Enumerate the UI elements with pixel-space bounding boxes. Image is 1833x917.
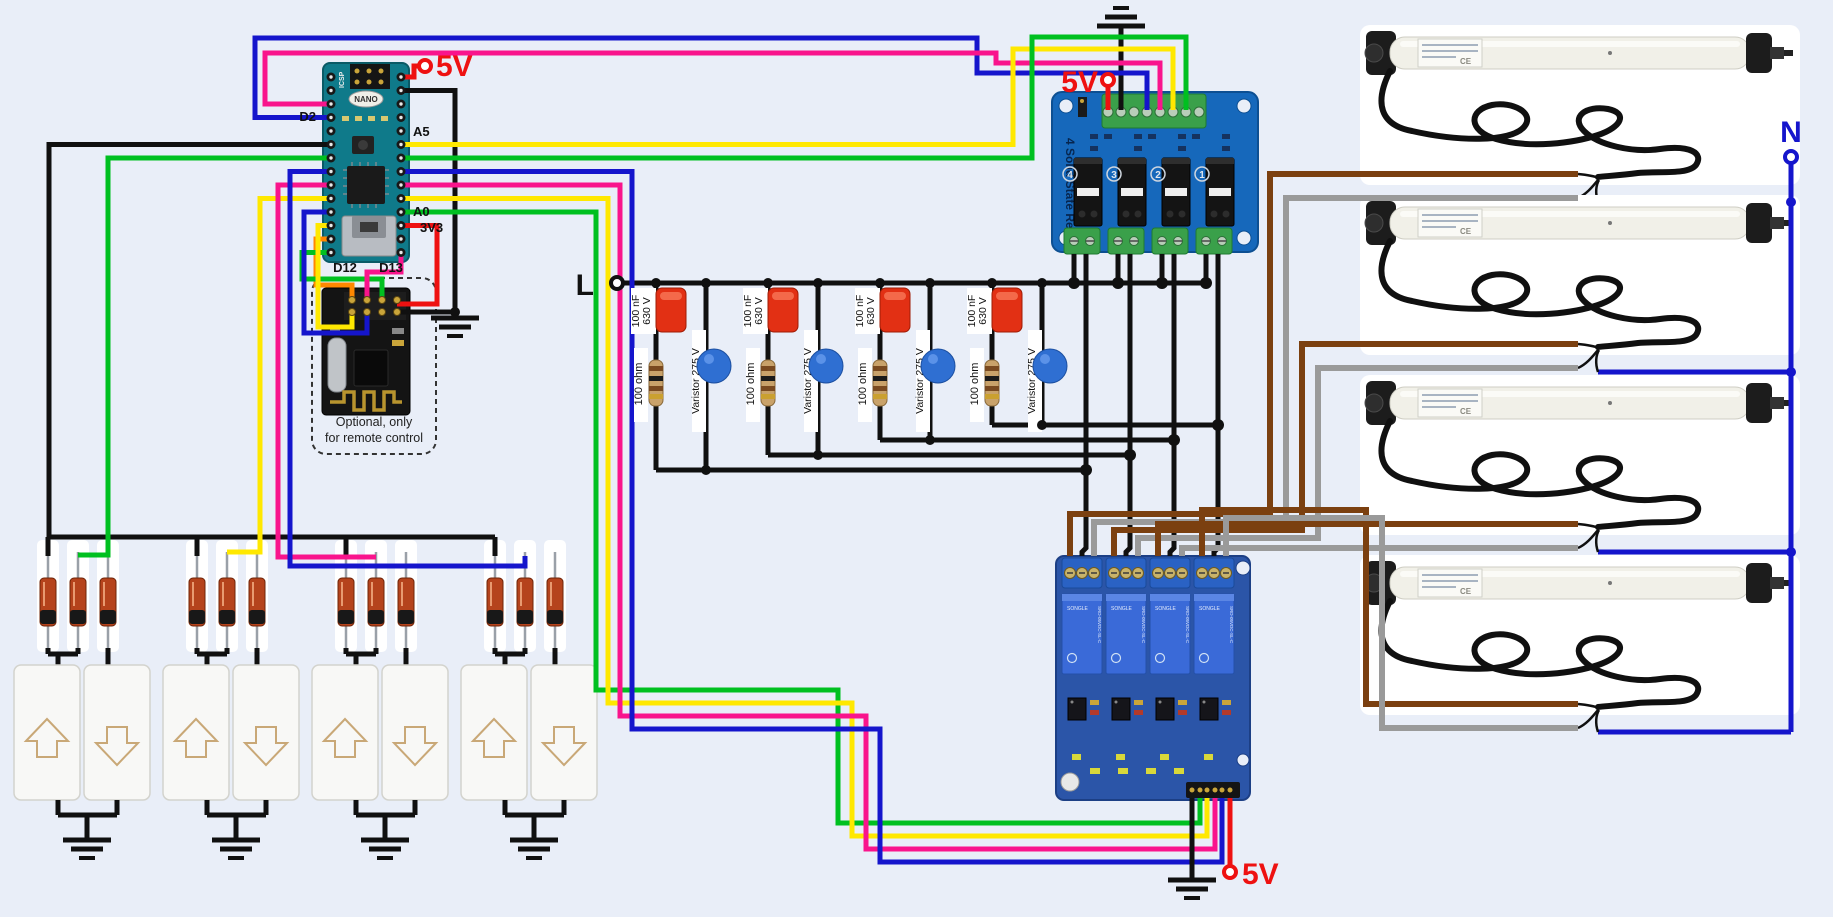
wire-gray-motor4	[1223, 515, 1578, 731]
wire-brown-motor4	[1199, 507, 1578, 707]
ssr-channel-2	[1161, 157, 1191, 227]
ground-icon	[1097, 8, 1145, 26]
wire-blue-relay-in	[401, 169, 1225, 865]
wire-brown-motor2	[1111, 341, 1578, 556]
ground-icon	[431, 318, 479, 336]
5v-label-relay: 5V	[1242, 858, 1279, 891]
wire-blue-nrf-loop	[301, 209, 370, 336]
icsp-header	[350, 64, 390, 89]
switch-group-2	[163, 537, 299, 858]
wire-arduino-5v	[401, 63, 419, 80]
ssr-output-terminal-1	[1063, 227, 1101, 255]
nano-label: NANO	[354, 95, 378, 104]
ssr-channel-1	[1205, 157, 1235, 227]
ssr-output-terminal-2	[1107, 227, 1145, 255]
crystal-oscillator	[327, 337, 347, 393]
pin-label-a5: A5	[413, 124, 430, 139]
wire-blue-switch4	[287, 169, 528, 569]
wire-blue-ssr	[252, 35, 1150, 120]
snubber-branch-1	[629, 287, 732, 433]
line-label: L	[576, 269, 594, 302]
snubber-branch-3	[853, 287, 956, 433]
junction-dots	[450, 277, 1224, 476]
wire-yellow-switch2	[227, 196, 331, 555]
tubular-motors	[1360, 25, 1800, 732]
wire-green-switch1	[78, 155, 331, 558]
wire-pink-relay-in	[401, 182, 1218, 852]
ssr-input-terminal-block	[1101, 93, 1207, 129]
ground-icon	[1168, 880, 1216, 898]
wire-yellow-nrf-loop	[315, 223, 355, 330]
5v-terminal-relay	[1222, 864, 1238, 880]
solid-state-relay-board: 4 Solid State Relay 4 3 2 1	[1051, 91, 1259, 255]
wire-pink-switch3	[275, 182, 376, 560]
wire-ssr-switched	[1079, 254, 1221, 556]
ssr-channel-4	[1073, 157, 1103, 227]
mcu-chip	[347, 166, 385, 204]
switch-group-3	[312, 537, 448, 858]
neutral-label: N	[1780, 116, 1802, 149]
pin-label-d12: D12	[333, 260, 357, 275]
wire-switch-common	[46, 142, 495, 540]
nrf-chip	[353, 349, 389, 387]
wire-brown-motor3	[1155, 521, 1578, 556]
pin-label-a0: A0	[413, 204, 430, 219]
wire-gray-motor3	[1179, 545, 1578, 556]
pin-label-d2: D2	[299, 109, 316, 124]
wall-switches	[14, 537, 597, 858]
pin-label-3v3: 3V3	[420, 220, 443, 235]
relay-board	[1055, 555, 1251, 801]
switch-group-4	[461, 537, 597, 858]
ssr-channel-number-2: 2	[1155, 170, 1161, 181]
wire-pink-ssr	[262, 50, 1163, 110]
ssr-channel-3	[1117, 157, 1147, 227]
wire-yellow-relay-in	[401, 196, 1210, 839]
icsp-label: ICSP	[339, 71, 346, 88]
snubber-branch-4	[965, 287, 1068, 433]
snubber-network	[629, 287, 1068, 433]
terminals-and-labels: 5V 5V 5V L D2 A5 A0 3V3 D12 D13	[299, 50, 1278, 891]
nrf24l01-module: Optional, only for remote control	[311, 277, 437, 455]
ssr-output-terminal-3	[1151, 227, 1189, 255]
line-terminal	[609, 275, 625, 291]
wire-snubber-rails	[656, 422, 1218, 473]
5v-label-arduino: 5V	[436, 50, 473, 83]
wire-red-3v3-nrf	[397, 223, 440, 307]
n-terminal	[1783, 149, 1799, 165]
arduino-nano-board: ICSP NANO	[322, 62, 410, 263]
optional-note-line2: for remote control	[325, 431, 423, 445]
wire-green-relay-in	[401, 209, 1203, 826]
wire-gray-motor2	[1135, 365, 1578, 556]
ssr-channel-number-4: 4	[1067, 170, 1073, 181]
nrf-header-pins	[348, 296, 401, 316]
ssr-channel-number-1: 1	[1199, 170, 1205, 181]
5v-terminal-arduino	[417, 58, 433, 74]
5v-label-ssr: 5V	[1061, 66, 1098, 99]
wire-arduino-gnd	[401, 88, 458, 318]
wire-brown-motor1	[1067, 171, 1578, 556]
snubber-branch-2	[741, 287, 844, 433]
5v-terminal-ssr	[1100, 72, 1116, 88]
wire-green-ssr	[401, 34, 1189, 161]
wire-yellow-ssr	[401, 46, 1176, 147]
neutral-bus: N	[1780, 116, 1802, 732]
wire-pink-nrf	[364, 252, 404, 298]
wire-ssr-to-line	[1071, 254, 1209, 283]
pin-label-d13: D13	[379, 260, 403, 275]
switch-group-1	[14, 537, 150, 858]
ssr-channel-number-3: 3	[1111, 170, 1117, 181]
optional-note-line1: Optional, only	[336, 415, 413, 429]
pcb-antenna	[330, 390, 402, 412]
ssr-output-terminal-4	[1195, 227, 1233, 255]
